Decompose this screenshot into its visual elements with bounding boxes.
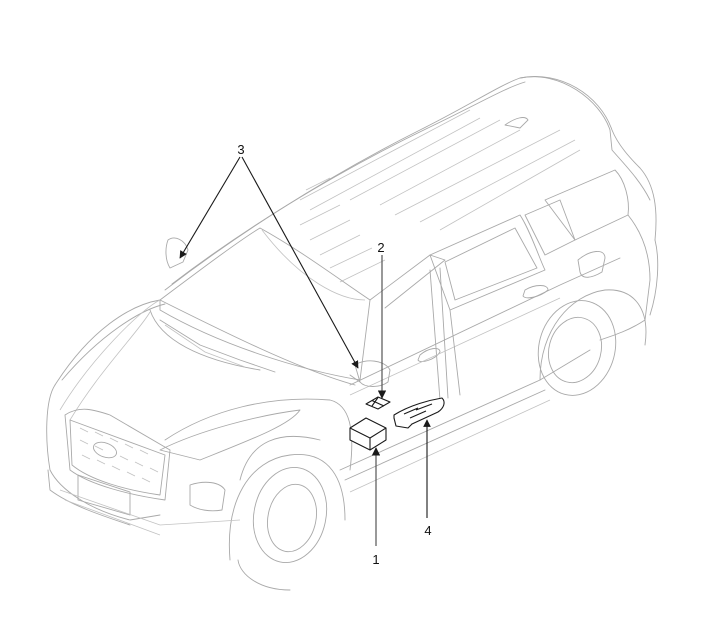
callout-3-leaders xyxy=(179,156,359,369)
callout-2-label: 2 xyxy=(377,240,385,255)
callout-3-label: 3 xyxy=(237,142,245,157)
vehicle-body xyxy=(46,76,659,591)
component-power-window-switch xyxy=(393,397,445,429)
component-control-unit xyxy=(349,417,387,451)
callout-4-label: 4 xyxy=(424,523,432,538)
callout-1-label: 1 xyxy=(372,552,380,567)
component-door-switch-small xyxy=(365,396,391,410)
